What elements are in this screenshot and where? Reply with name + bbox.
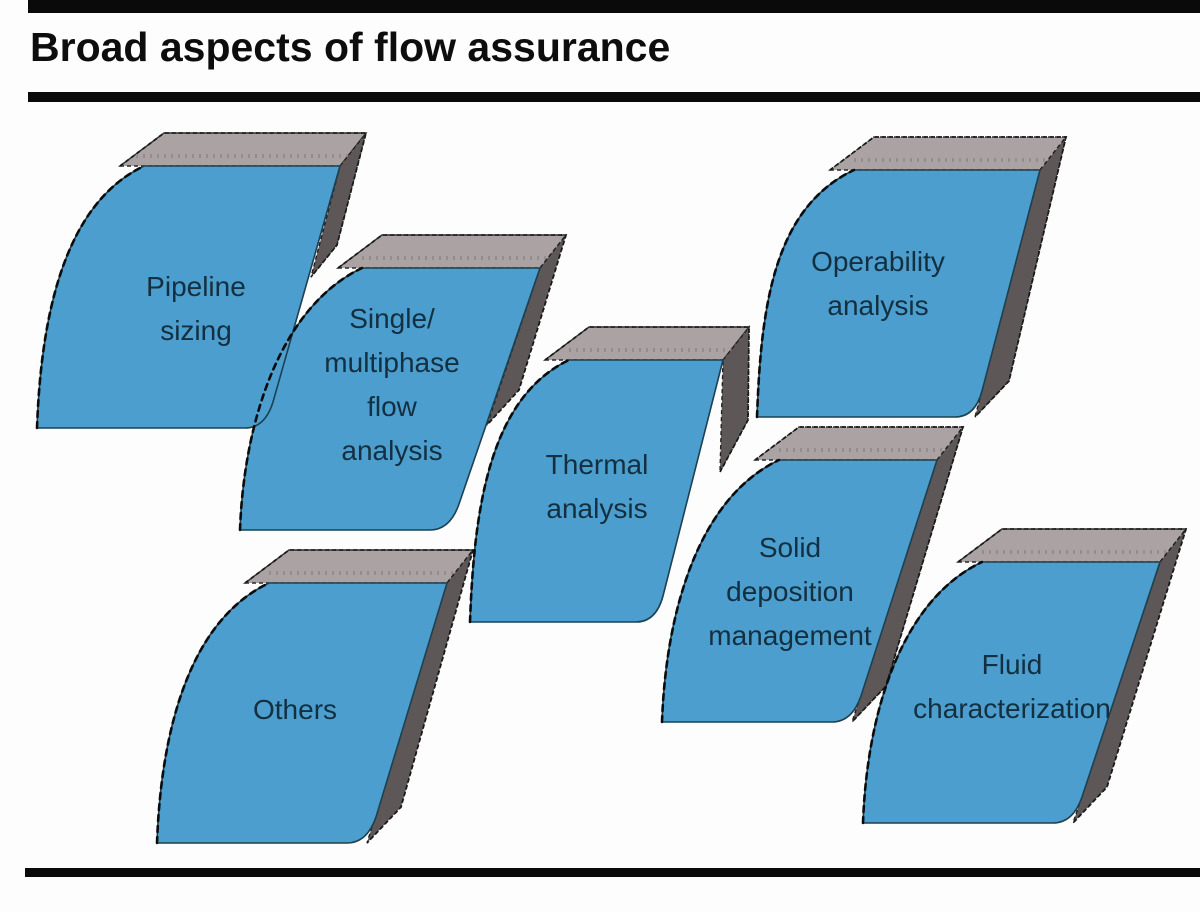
- box-others: [156, 549, 475, 844]
- box-top-face: [827, 136, 1068, 171]
- dashed-edge-single-multiphase: [238, 266, 364, 532]
- box-side-face: [851, 426, 964, 723]
- box-outline: [119, 132, 368, 278]
- box-outline: [244, 549, 475, 844]
- box-single-multiphase-flow-analysis: [239, 234, 568, 531]
- box-front-face: [156, 582, 449, 844]
- box-top-face: [335, 234, 568, 269]
- box-operability-analysis: [756, 136, 1068, 418]
- dashed-edge-pipeline-sizing: [35, 164, 146, 430]
- box-top-face: [117, 132, 368, 167]
- box-top-face: [242, 549, 475, 584]
- dashed-edge-others: [155, 581, 271, 845]
- dashed-edge-operability-analysis: [755, 168, 856, 419]
- bottom-rule: [25, 868, 1200, 877]
- dashed-edge-thermal-analysis: [468, 358, 571, 624]
- box-top-face: [542, 326, 751, 361]
- dashed-edge-fluid-characterization: [861, 560, 984, 825]
- box-outline: [957, 528, 1188, 824]
- box-outline: [829, 136, 1068, 418]
- box-top-face: [955, 528, 1188, 563]
- box-outline: [337, 234, 568, 426]
- title-rule: [28, 92, 1200, 102]
- box-pipeline-sizing: [36, 132, 368, 429]
- box-outline: [544, 326, 750, 473]
- top-rule: [28, 0, 1200, 13]
- box-top-face: [752, 426, 965, 461]
- dashed-edge-solid-deposition: [660, 458, 781, 724]
- box-side-face: [1072, 528, 1187, 824]
- box-fluid-characterization: [862, 528, 1188, 824]
- box-outline: [754, 426, 965, 723]
- figure-title: Broad aspects of flow assurance: [30, 24, 671, 70]
